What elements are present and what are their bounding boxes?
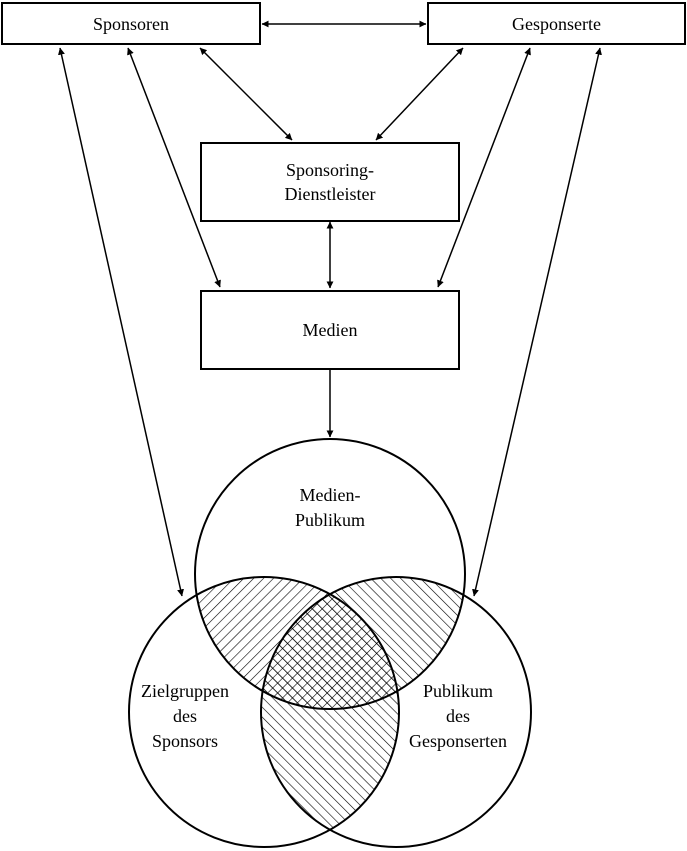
label-publikum-line1: Publikum	[422, 681, 493, 701]
circle-publikum-gesponserte	[260, 576, 532, 848]
node-dienstleister-line2: Dienstleister	[284, 184, 376, 204]
arrow-sponsoren-zielgruppen	[58, 47, 184, 597]
circle-zielgruppen-sponsor	[128, 576, 400, 848]
label-zielgruppen-sponsors: Zielgruppen des Sponsors	[125, 679, 245, 754]
node-medien-label: Medien	[302, 320, 358, 340]
arrow-sponsoren-dienstleister	[199, 47, 293, 141]
label-medien-publikum: Medien- Publikum	[270, 483, 390, 533]
label-zielgruppen-line3: Sponsors	[151, 731, 218, 751]
circle-medien-publikum	[194, 438, 466, 710]
label-publikum-line2: des	[446, 706, 470, 726]
label-zielgruppen-line2: des	[173, 706, 197, 726]
node-gesponserte: Gesponserte	[427, 2, 686, 45]
label-publikum-gesponserten: Publikum des Gesponserten	[393, 679, 523, 754]
arrow-gesponserte-dienstleister	[375, 47, 464, 141]
node-dienstleister-line1: Sponsoring-	[285, 160, 374, 180]
label-medien-publikum-line2: Publikum	[294, 510, 365, 530]
node-sponsoring-dienstleister: Sponsoring- Dienstleister	[200, 142, 460, 222]
label-publikum-line3: Gesponserten	[409, 731, 507, 751]
node-gesponserte-label: Gesponserte	[512, 13, 601, 34]
label-medien-publikum-line1: Medien-	[299, 485, 361, 505]
label-zielgruppen-line1: Zielgruppen	[141, 681, 229, 701]
node-medien: Medien	[200, 290, 460, 370]
node-sponsoren-label: Sponsoren	[93, 13, 169, 34]
arrow-gesponserte-publikum	[472, 47, 602, 597]
node-sponsoren: Sponsoren	[1, 2, 261, 45]
